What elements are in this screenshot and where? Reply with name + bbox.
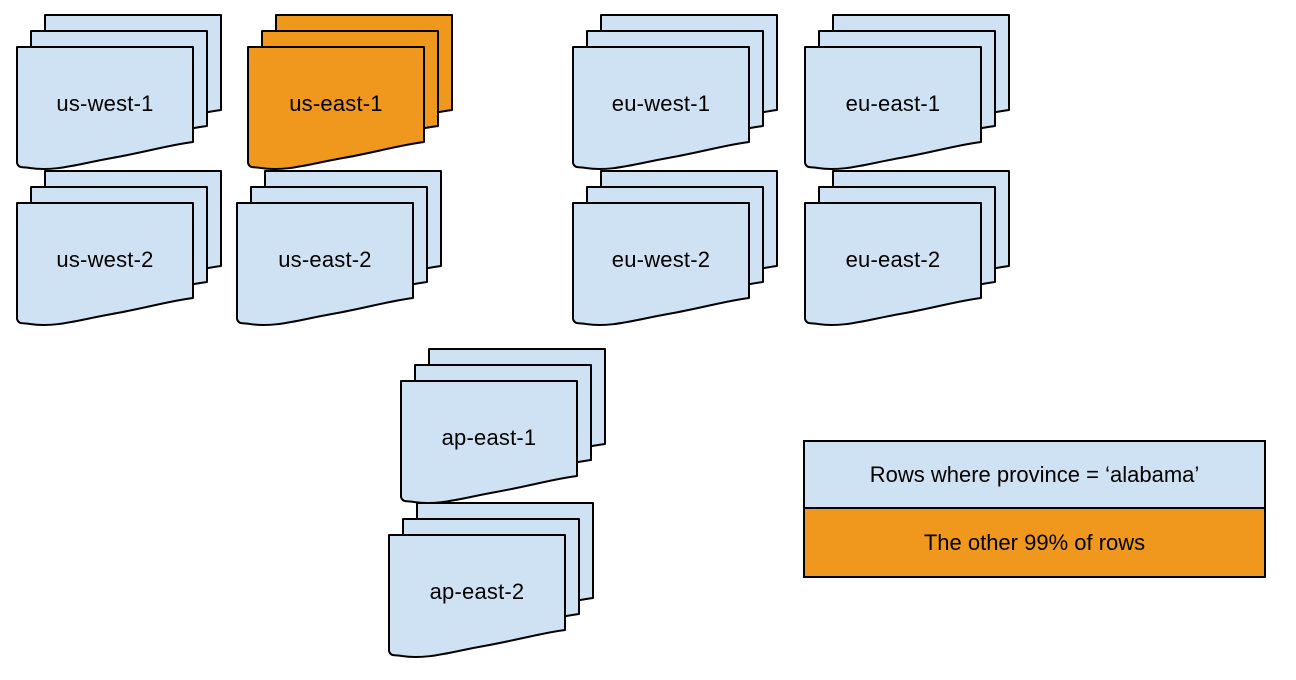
region-label: ap-east-2 bbox=[429, 579, 525, 604]
region-label: us-east-2 bbox=[278, 247, 372, 272]
region-stack-eu-east-1: eu-east-1 bbox=[804, 14, 1014, 174]
region-stack-us-west-1: us-west-1 bbox=[16, 14, 226, 174]
region-label: eu-east-2 bbox=[845, 247, 941, 272]
region-stack-us-east-2: us-east-2 bbox=[236, 170, 446, 330]
region-stack-ap-east-2: ap-east-2 bbox=[388, 502, 598, 662]
region-stack-ap-east-1: ap-east-1 bbox=[400, 348, 610, 508]
region-label: us-west-1 bbox=[56, 91, 154, 116]
legend-row-alabama: Rows where province = ‘alabama’ bbox=[805, 442, 1264, 509]
region-stack-eu-east-2: eu-east-2 bbox=[804, 170, 1014, 330]
region-label: eu-east-1 bbox=[845, 91, 941, 116]
legend-row-other-rows: The other 99% of rows bbox=[805, 509, 1264, 576]
region-stack-us-east-1: us-east-1 bbox=[247, 14, 457, 174]
region-label: ap-east-1 bbox=[441, 425, 537, 450]
region-label: eu-west-2 bbox=[611, 247, 711, 272]
region-label: eu-west-1 bbox=[611, 91, 711, 116]
region-label: us-west-2 bbox=[56, 247, 154, 272]
legend-label-other-rows: The other 99% of rows bbox=[923, 529, 1146, 555]
legend-label-alabama: Rows where province = ‘alabama’ bbox=[869, 461, 1200, 487]
region-label: us-east-1 bbox=[289, 91, 383, 116]
region-stack-us-west-2: us-west-2 bbox=[16, 170, 226, 330]
region-stack-eu-west-1: eu-west-1 bbox=[572, 14, 782, 174]
legend: Rows where province = ‘alabama’ The othe… bbox=[803, 440, 1266, 578]
region-stack-eu-west-2: eu-west-2 bbox=[572, 170, 782, 330]
